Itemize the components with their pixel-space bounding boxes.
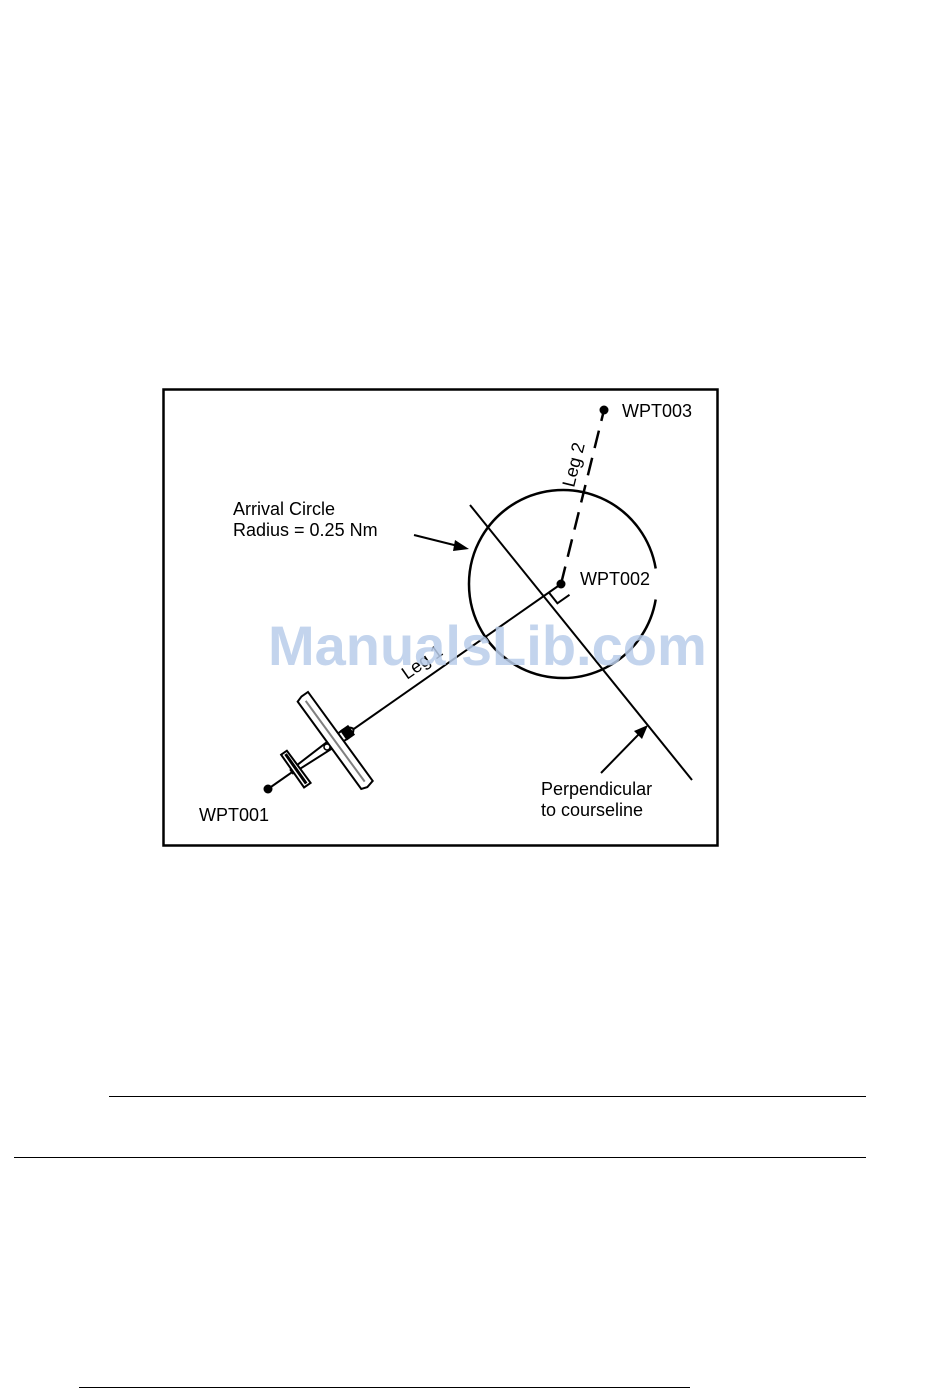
perpendicular-label-line2: to courseline	[541, 800, 643, 820]
arrival-circle-label-line2: Radius = 0.25 Nm	[233, 520, 378, 540]
arrival-circle-label-line1: Arrival Circle	[233, 499, 335, 519]
aircraft-icon	[260, 683, 386, 818]
perpendicular-label-line1: Perpendicular	[541, 779, 652, 799]
divider-rule-1	[109, 1096, 866, 1097]
right-angle-mark	[549, 593, 570, 604]
waypoint-label-wpt001: WPT001	[199, 805, 269, 825]
watermark: ManualsLib.com	[268, 614, 707, 677]
waypoint-marker-wpt001	[264, 785, 273, 794]
divider-rule-2	[14, 1157, 866, 1158]
waypoint-label-wpt002: WPT002	[580, 569, 650, 589]
waypoint-label-wpt003: WPT003	[622, 401, 692, 421]
divider-rule-3	[79, 1387, 690, 1388]
waypoint-marker-wpt003	[600, 406, 609, 415]
arrival-circle-arrow	[414, 535, 469, 551]
perpendicular-arrow	[601, 725, 648, 773]
waypoint-marker-wpt002	[557, 580, 566, 589]
leg-2-label: Leg 2	[558, 440, 588, 489]
